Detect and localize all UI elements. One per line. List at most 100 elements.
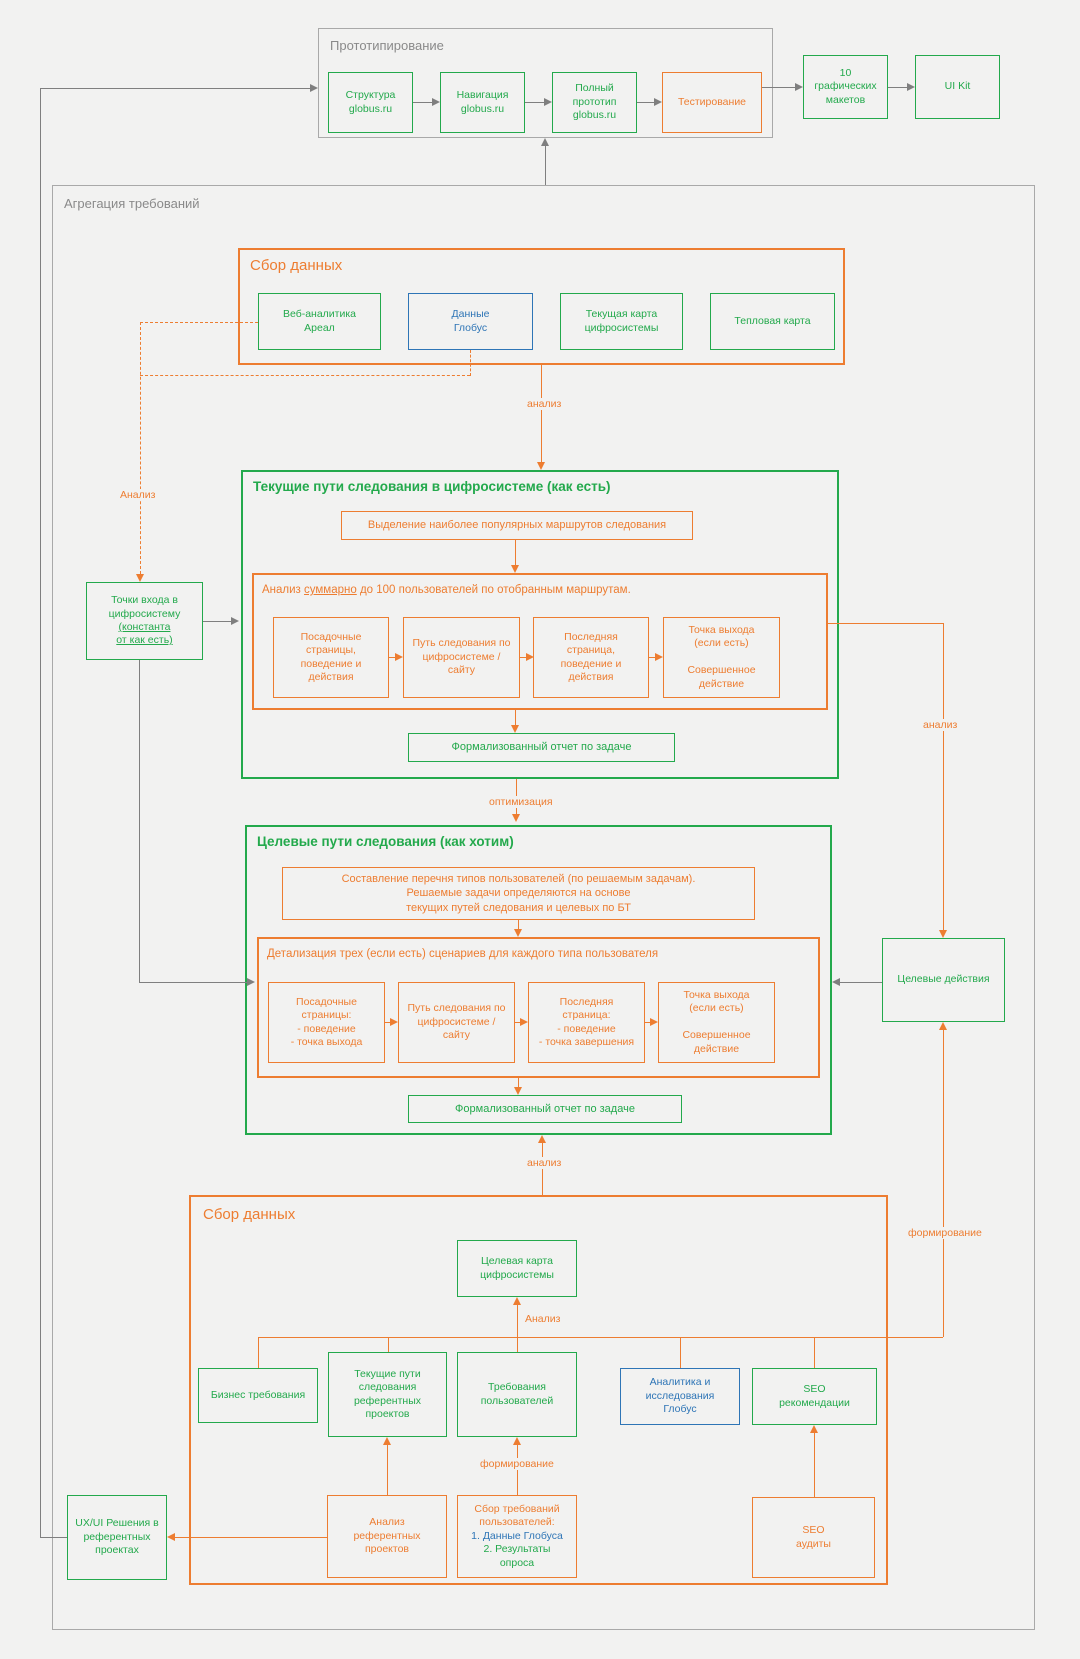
connector-detail-to-report2 (513, 1078, 522, 1095)
connector-analysis-to-report1 (510, 710, 519, 733)
node-seo-recommendations: SEO рекомендации (752, 1368, 877, 1425)
connector-feedback-to-prototyping (40, 83, 318, 92)
dashed-webanalytics-left (140, 322, 258, 323)
prototyping-title: Прототипирование (330, 38, 444, 53)
current-paths-title: Текущие пути следования в цифросистеме (… (253, 479, 611, 494)
entry-points-underlined: (константа от как есть) (116, 621, 173, 647)
entry-points-text: Точки входа в цифросистему (108, 594, 181, 620)
connector-navigation-prototype (525, 97, 552, 106)
connector-feedback-from-uxui (40, 1537, 67, 1538)
connector-bus-referencepaths (388, 1337, 389, 1352)
node-current-path: Путь следования по цифросистеме / сайту (403, 617, 520, 698)
data-collection-top-container (238, 248, 845, 365)
req-gathering-item1: 1. Данные Глобуса (471, 1529, 563, 1542)
detail-scenarios-heading: Детализация трех (если есть) сценариев д… (267, 948, 659, 960)
connector-bus-seorec (814, 1337, 815, 1368)
connector-entrypoints-to-target (139, 977, 255, 986)
node-structure-globus: Структура globus.ru (328, 72, 413, 133)
connector-layouts-uikit (888, 82, 915, 91)
node-testing: Тестирование (662, 72, 762, 133)
node-ui-kit: UI Kit (915, 55, 1000, 119)
node-globus-data: Данные Глобус (408, 293, 533, 350)
node-current-lastpage: Последняя страница, поведение и действия (533, 617, 649, 698)
label-analysis-dashed: Анализ (118, 489, 158, 501)
dashed-globusdata-left (140, 375, 470, 376)
node-web-analytics-areal: Веб-аналитика Ареал (258, 293, 381, 350)
label-formation-right: формирование (906, 1227, 984, 1239)
node-full-prototype: Полный прототип globus.ru (552, 72, 637, 133)
connector-structure-navigation (413, 97, 440, 106)
data-collection-bottom-title: Сбор данных (203, 1206, 296, 1223)
node-target-lastpage: Последняя страница: - поведение - точка … (528, 982, 645, 1063)
node-reference-paths: Текущие пути следования референтных прое… (328, 1352, 447, 1437)
connector-collect-to-current (536, 365, 545, 470)
node-user-types-listing: Составление перечня типов пользователей … (282, 867, 755, 920)
analysis-prefix: Анализ (262, 584, 305, 596)
node-navigation-globus: Навигация globus.ru (440, 72, 525, 133)
node-uxui-solutions: UX/UI Решения в референтных проектах (67, 1495, 167, 1580)
label-formation-req: формирование (478, 1458, 556, 1470)
connector-feedback-vertical (40, 88, 41, 1537)
node-target-exit: Точка выхода (если есть) Совершенное дей… (658, 982, 775, 1063)
connector-entrypoints-to-current (203, 616, 239, 625)
target-paths-title: Целевые пути следования (как хотим) (257, 834, 514, 849)
node-popular-routes: Выделение наиболее популярных маршрутов … (341, 511, 693, 540)
dashed-analysis-down (135, 322, 144, 582)
label-optimization: оптимизация (487, 796, 555, 808)
analysis-100-users-container (252, 573, 828, 710)
target-paths-section (245, 825, 832, 1135)
node-current-landing: Посадочные страницы, поведение и действи… (273, 617, 389, 698)
connector-target-step3-4 (645, 1017, 658, 1026)
label-analysis-right: анализ (921, 719, 960, 731)
data-collection-top-title: Сбор данных (250, 257, 343, 274)
node-reference-analysis: Анализ референтных проектов (327, 1495, 447, 1578)
node-target-landing: Посадочные страницы: - поведение - точка… (268, 982, 385, 1063)
connector-current-step1-2 (389, 652, 403, 661)
node-entry-points: Точки входа в цифросистему(константа от … (86, 582, 203, 660)
dashed-globusdata-down (470, 350, 471, 376)
node-report-target: Формализованный отчет по задаче (408, 1095, 682, 1123)
connector-bus-analytics (680, 1337, 681, 1368)
analysis-underlined: суммарно (304, 584, 357, 596)
connector-reqgathering-up (512, 1437, 521, 1495)
connector-prototype-testing (637, 97, 662, 106)
connector-formation-to-targetactions (938, 1022, 947, 1337)
connector-refanalysis-to-uxui (167, 1532, 327, 1541)
label-analysis-top: анализ (525, 398, 564, 410)
node-current-map: Текущая карта цифросистемы (560, 293, 683, 350)
connector-to-target-map (512, 1297, 521, 1338)
aggregation-title: Агрегация требований (64, 196, 200, 211)
data-collection-bottom-container (189, 1195, 888, 1585)
req-gathering-title: Сбор требований пользователей: (474, 1502, 560, 1529)
connector-bus-business (258, 1337, 259, 1368)
connector-current-step3-4 (649, 652, 663, 661)
detail-scenarios-container (257, 937, 820, 1078)
connector-entrypoints-down (139, 660, 140, 982)
node-report-current: Формализованный отчет по задаче (408, 733, 675, 762)
node-user-requirements: Требования пользователей (457, 1352, 577, 1437)
node-target-actions: Целевые действия (882, 938, 1005, 1022)
connector-listing-to-detail (513, 920, 522, 937)
connector-highlight-to-analysis (510, 540, 519, 573)
node-seo-audits: SEO аудиты (752, 1497, 875, 1578)
connector-analysis-right-vertical (938, 623, 947, 938)
connector-target-step1-2 (385, 1017, 398, 1026)
connector-targetactions-to-target (832, 977, 882, 986)
connector-refanalysis-up (382, 1437, 391, 1495)
node-business-requirements: Бизнес требования (198, 1368, 318, 1423)
connector-seoaudit-up (809, 1425, 818, 1497)
connector-testing-layouts (762, 82, 803, 91)
node-heat-map: Тепловая карта (710, 293, 835, 350)
connector-target-step2-3 (515, 1017, 528, 1026)
connector-current-step2-3 (520, 652, 534, 661)
node-current-exit: Точка выхода (если есть) Совершенное дей… (663, 617, 780, 698)
node-globus-analytics-research: Аналитика и исследования Глобус (620, 1368, 740, 1425)
connector-bus-userreq (517, 1337, 518, 1352)
current-paths-section (241, 470, 839, 779)
analysis-suffix: до 100 пользователей по отобранным маршр… (356, 584, 631, 596)
node-graphic-layouts: 10 графических макетов (803, 55, 888, 119)
node-target-path: Путь следования по цифросистеме / сайту (398, 982, 515, 1063)
label-analysis-bottom: анализ (525, 1157, 564, 1169)
label-analysis-map: Анализ (523, 1313, 563, 1325)
